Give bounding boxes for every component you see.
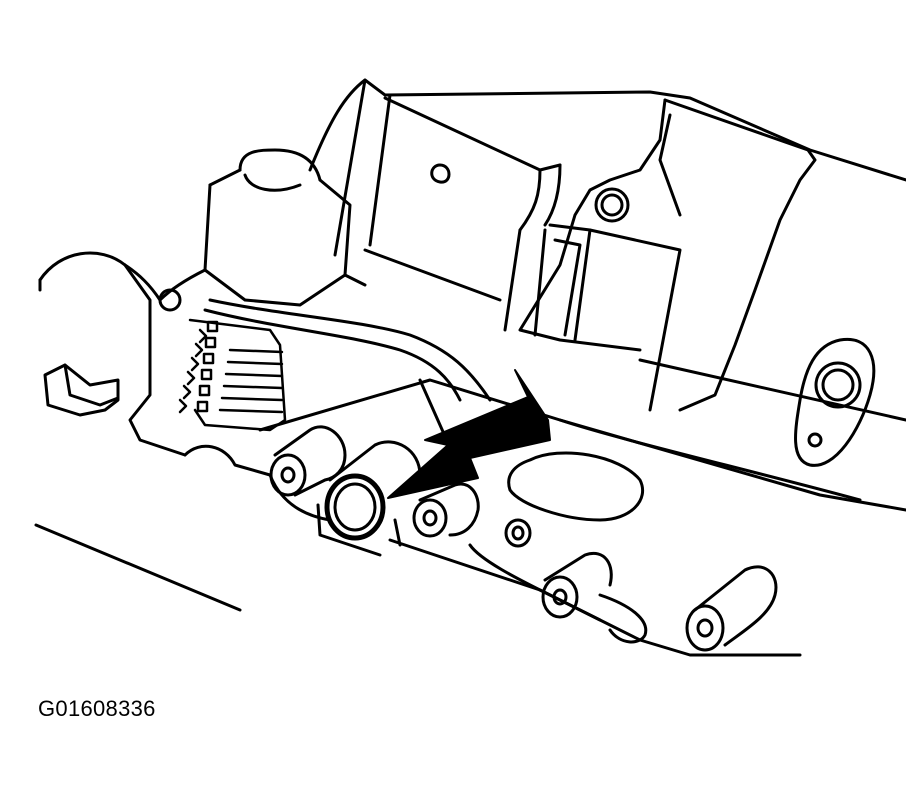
distributor-cap	[158, 148, 367, 312]
right-bracket	[518, 98, 876, 467]
left-connector	[38, 251, 272, 477]
pointer-arrow	[387, 369, 551, 499]
cooling-fins	[178, 318, 287, 432]
lower-block	[34, 358, 906, 657]
bosses	[412, 482, 778, 652]
figure-code: G01608336	[38, 696, 156, 721]
target-sensor-port	[316, 440, 422, 557]
upper-housing	[308, 78, 906, 337]
